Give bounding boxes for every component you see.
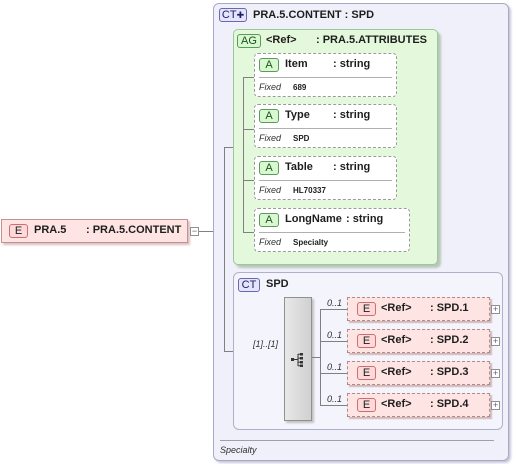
expand-spd2-button[interactable]: +	[491, 337, 500, 346]
attribute-tag: A	[259, 58, 279, 72]
collapse-root-button[interactable]: −	[190, 227, 199, 236]
attribute-name: LongName	[285, 213, 342, 225]
attribute-tag: A	[259, 213, 279, 227]
element-spd2[interactable]: E <Ref> : SPD.2	[347, 329, 490, 353]
element-tag: E	[357, 398, 376, 412]
connector-root	[199, 231, 213, 232]
inner-complex-type-tag: CT	[238, 278, 260, 292]
attribute-connector-longname	[243, 232, 254, 233]
attribute-connector-type	[243, 129, 254, 130]
element-occurs: 0..1	[327, 362, 343, 372]
fixed-value: SPD	[293, 134, 310, 143]
element-name: : SPD.4	[430, 398, 469, 410]
attribute-separator	[259, 180, 392, 181]
minus-icon: −	[191, 226, 198, 236]
fixed-value: Specialty	[293, 238, 329, 247]
attribute-name: Item	[285, 58, 308, 70]
plus-icon: +	[492, 400, 499, 410]
attribute-type: : string	[333, 58, 371, 70]
attribute-longname[interactable]: A LongName : string Fixed Specialty	[254, 208, 410, 252]
attribute-table[interactable]: A Table : string Fixed HL70337	[254, 156, 397, 200]
fixed-value: HL70337	[293, 186, 326, 195]
fixed-value: 689	[293, 83, 307, 92]
element-name: : SPD.1	[430, 302, 469, 314]
element-spd4[interactable]: E <Ref> : SPD.4	[347, 393, 490, 417]
element-connector-spd3	[320, 373, 347, 374]
element-connector-spd4	[320, 405, 347, 406]
attribute-type: : string	[346, 213, 384, 225]
element-ref: <Ref>	[381, 398, 412, 410]
attribute-group-tag: AG	[237, 34, 261, 48]
element-occurs: 0..1	[327, 394, 343, 404]
connector-trunk	[224, 147, 225, 351]
sequence-stem	[312, 357, 320, 358]
expand-spd3-button[interactable]: +	[491, 369, 500, 378]
sequence-compositor[interactable]	[284, 297, 312, 421]
element-occurs: 0..1	[327, 298, 343, 308]
attribute-type-box[interactable]: A Type : string Fixed SPD	[254, 104, 397, 148]
expand-spd1-button[interactable]: +	[491, 305, 500, 314]
attribute-item[interactable]: A Item : string Fixed 689	[254, 53, 397, 97]
attribute-connector-table	[243, 180, 254, 181]
attribute-group-name: : PRA.5.ATTRIBUTES	[316, 34, 428, 46]
sequence-branch	[320, 309, 321, 405]
element-ref: <Ref>	[381, 366, 412, 378]
element-tag: E	[357, 334, 376, 348]
element-connector-spd1	[320, 309, 347, 310]
element-ref: <Ref>	[381, 334, 412, 346]
documentation-separator	[220, 440, 494, 441]
fixed-label: Fixed	[259, 133, 282, 143]
root-element-name: PRA.5	[34, 224, 67, 236]
attribute-type: : string	[333, 161, 371, 173]
attribute-connector	[243, 77, 244, 232]
attribute-connector-item	[243, 77, 254, 78]
sequence-icon	[291, 353, 303, 367]
element-name: : SPD.2	[430, 334, 469, 346]
plus-icon: +	[492, 368, 499, 378]
element-spd1[interactable]: E <Ref> : SPD.1	[347, 297, 490, 321]
attribute-name: Table	[285, 161, 313, 173]
attribute-separator	[259, 77, 392, 78]
attribute-separator	[259, 232, 405, 233]
element-tag: E	[9, 224, 28, 238]
attribute-tag: A	[259, 109, 279, 123]
connector-to-ag	[224, 147, 233, 148]
expand-icon: ✚	[236, 10, 245, 20]
fixed-label: Fixed	[259, 82, 282, 92]
element-spd3[interactable]: E <Ref> : SPD.3	[347, 361, 490, 385]
plus-icon: +	[492, 304, 499, 314]
complex-type-tag: CT✚	[219, 8, 247, 22]
element-tag: E	[357, 302, 376, 316]
element-occurs: 0..1	[327, 330, 343, 340]
fixed-label: Fixed	[259, 185, 282, 195]
documentation-text: Specialty	[220, 445, 257, 455]
element-ref: <Ref>	[381, 302, 412, 314]
sequence-cardinality: [1]..[1]	[253, 339, 279, 349]
fixed-label: Fixed	[259, 237, 282, 247]
element-tag: E	[357, 366, 376, 380]
attribute-tag: A	[259, 161, 279, 175]
attribute-type: : string	[333, 109, 371, 121]
attribute-name: Type	[285, 109, 310, 121]
root-element-pra5[interactable]: E PRA.5 : PRA.5.CONTENT	[1, 219, 188, 243]
element-connector-spd2	[320, 341, 347, 342]
expand-spd4-button[interactable]: +	[491, 401, 500, 410]
root-element-type: : PRA.5.CONTENT	[86, 224, 182, 236]
attribute-separator	[259, 128, 392, 129]
plus-icon: +	[492, 336, 499, 346]
element-name: : SPD.3	[430, 366, 469, 378]
complex-type-title: PRA.5.CONTENT : SPD	[253, 9, 375, 21]
attribute-group-ref: <Ref>	[266, 34, 297, 46]
inner-complex-type-name: SPD	[266, 278, 289, 290]
